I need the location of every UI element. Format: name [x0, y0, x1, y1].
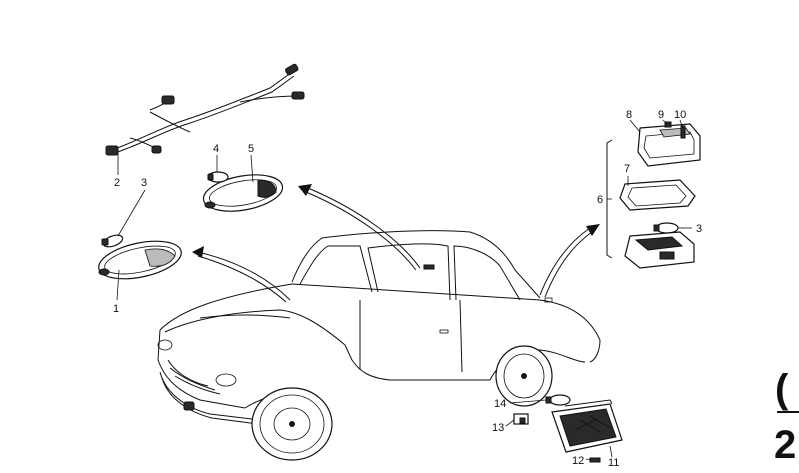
callout-14: 14 [494, 398, 506, 410]
leader-lines [116, 119, 692, 461]
callout-4: 4 [213, 143, 219, 155]
callout-10: 10 [674, 109, 686, 121]
pointer-arrows [192, 184, 600, 303]
edge-glyph-bottom: 2 [774, 423, 796, 467]
bulb-left [101, 234, 124, 248]
callout-3-right: 3 [696, 223, 702, 235]
callout-13: 13 [492, 422, 504, 434]
callout-6: 6 [597, 194, 603, 206]
edge-glyphs: ( 2 [774, 367, 799, 467]
callout-12: 12 [572, 455, 584, 467]
callout-1: 1 [113, 303, 119, 315]
callout-2: 2 [114, 177, 120, 189]
callout-9: 9 [658, 109, 664, 121]
callout-3-left: 3 [141, 177, 147, 189]
edge-glyph-top: ( [775, 367, 789, 411]
interior-lamp-1 [98, 240, 182, 280]
interior-lamp-5 [202, 174, 284, 212]
callout-labels: 2 3 1 4 5 8 9 10 7 6 3 14 13 12 11 [113, 109, 702, 469]
callout-11: 11 [608, 457, 619, 469]
trunk-lamp-group [606, 121, 701, 269]
rear-lamp-11 [513, 394, 623, 463]
callout-5: 5 [248, 143, 254, 155]
car-outline [157, 230, 601, 461]
wiring-harness [105, 63, 305, 156]
callout-7: 7 [624, 163, 630, 175]
bulb-upper [207, 171, 229, 183]
callout-8: 8 [626, 109, 632, 121]
